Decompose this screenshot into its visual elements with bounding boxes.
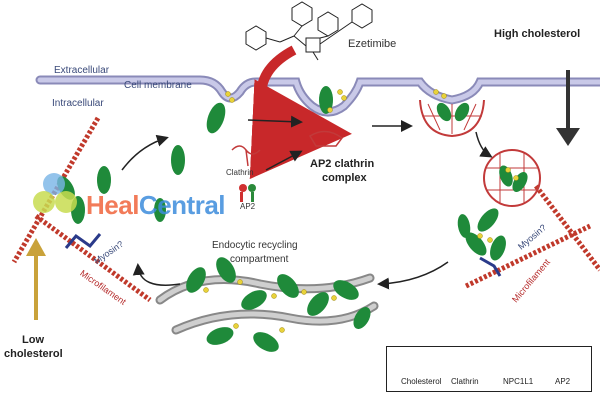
cell-membrane-label: Cell membrane (124, 80, 192, 91)
intracellular-label: Intracellular (52, 98, 104, 109)
ezetimibe-label: Ezetimibe (348, 38, 397, 50)
watermark-part2: Central (138, 190, 226, 220)
ezetimibe-red-arrow (249, 45, 352, 180)
ap2-clathrin-label-line2: complex (322, 172, 367, 184)
flow-arrows (121, 115, 493, 290)
legend-box: Cholesterol Clathrin NPC1L1 AP2 (386, 346, 592, 392)
legend-ap2: AP2 (555, 377, 571, 386)
microfilament-right (464, 184, 600, 289)
clathrin-vesicle-1 (419, 99, 485, 138)
low-cholesterol-arrow (26, 238, 46, 320)
high-cholesterol-label: High cholesterol (494, 28, 581, 40)
ap2-label: AP2 (240, 202, 256, 211)
microfilament-left (11, 116, 152, 303)
endocytic-label-line1: Endocytic recycling (212, 240, 298, 251)
high-cholesterol-arrow (556, 70, 580, 146)
myosin-left (64, 233, 102, 249)
legend-npc1l1: NPC1L1 (503, 377, 534, 386)
clathrin-label: Clathrin (226, 168, 254, 177)
ap2-clathrin-label-line1: AP2 clathrin (310, 158, 375, 170)
endocytic-label-line2: compartment (230, 254, 289, 265)
ap2-icon (239, 184, 256, 202)
endocytic-recycling-compartment (155, 257, 379, 352)
low-cholesterol-label-line2: cholesterol (4, 348, 63, 360)
clathrin-pit (308, 130, 344, 147)
extracellular-label: Extracellular (54, 65, 110, 76)
clathrin-vesicle-2 (483, 149, 541, 207)
legend-clathrin: Clathrin (451, 377, 479, 386)
legend-cholesterol: Cholesterol (401, 377, 442, 386)
cholesterol-molecules (225, 89, 519, 243)
healcentral-watermark-text: HealCentral (86, 190, 226, 221)
low-cholesterol-label-line1: Low (22, 334, 44, 346)
ezetimibe-molecule (245, 1, 373, 61)
healcentral-watermark-logo (33, 173, 77, 213)
watermark-part1: Heal (86, 190, 139, 220)
myosin-right (479, 256, 502, 277)
clathrin-icon (231, 145, 261, 167)
